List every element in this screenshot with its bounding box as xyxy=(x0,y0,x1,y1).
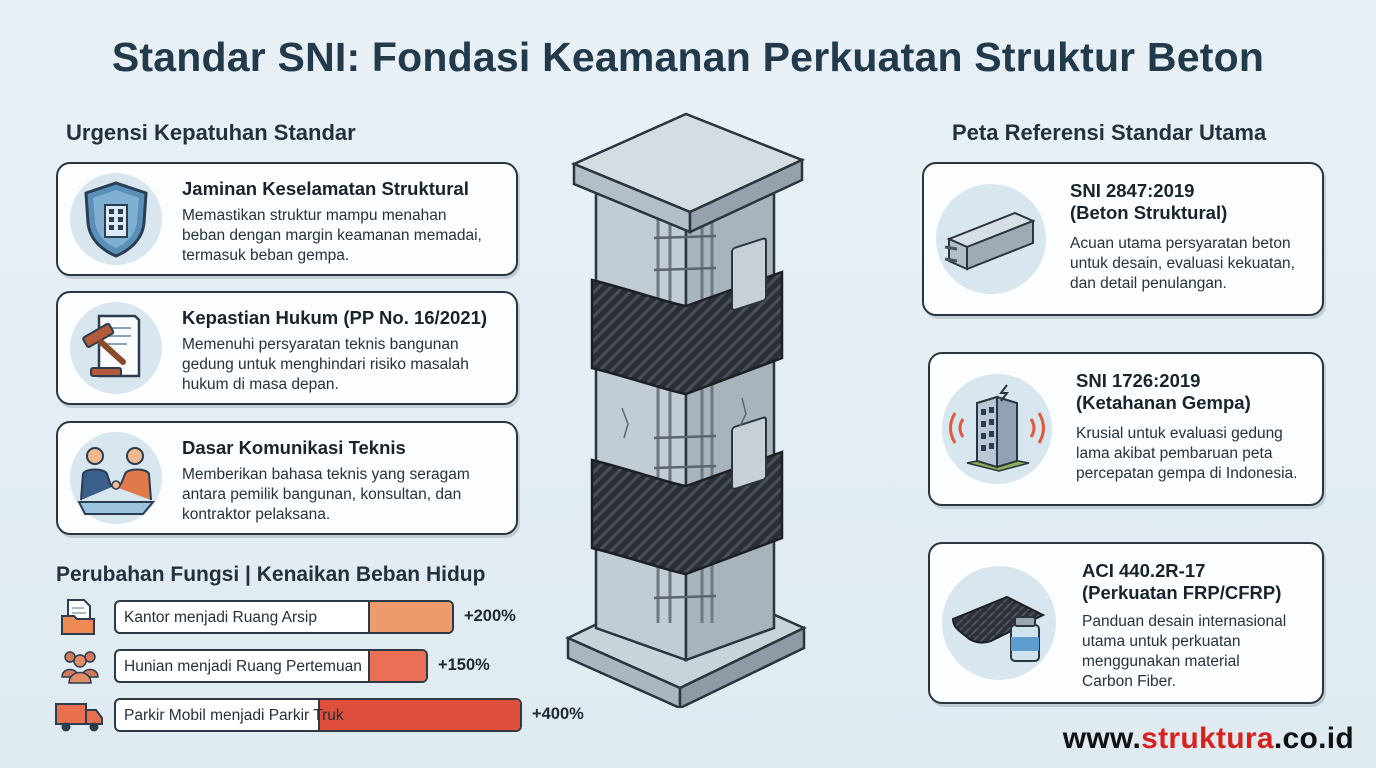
card-desc-line: Krusial untuk evaluasi gedung xyxy=(1076,425,1283,442)
load-percent: +150% xyxy=(438,656,490,674)
card-legal: Kepastian Hukum (PP No. 16/2021) Memenuh… xyxy=(56,291,518,405)
card-title-line: ACI 440.2R-17 xyxy=(1082,560,1206,581)
card-desc-line: hukum di masa depan. xyxy=(182,376,339,394)
load-bar-fill xyxy=(318,700,520,730)
card-desc-line: Acuan utama persyaratan beton xyxy=(1070,235,1291,252)
card-safety: Jaminan Keselamatan Struktural Memastika… xyxy=(56,162,518,276)
load-bar-label: Kantor menjadi Ruang Arsip xyxy=(124,609,318,626)
carbon-fiber-resin-icon xyxy=(942,566,1056,680)
website-watermark[interactable]: www.struktura.co.id xyxy=(1063,722,1354,756)
card-desc-line: lama akibat pembaruan peta xyxy=(1076,445,1273,463)
card-desc-line: dan detail penulangan. xyxy=(1070,275,1227,293)
load-percent: +200% xyxy=(464,607,516,625)
left-section-heading: Urgensi Kepatuhan Standar xyxy=(66,120,356,145)
card-desc-line: beban dengan margin keamanan memadai, xyxy=(182,227,482,245)
card-desc-line: utama untuk perkuatan xyxy=(1082,633,1241,651)
card-desc-line: Memenuhi persyaratan teknis bangunan xyxy=(182,336,459,353)
load-percent: +400% xyxy=(532,705,584,723)
load-row: Parkir Mobil menjadi Parkir Truk +400% xyxy=(55,696,600,732)
card-desc-line: untuk desain, evaluasi kekuatan, xyxy=(1070,255,1295,273)
card-desc-line: Memberikan bahasa teknis yang seragam xyxy=(182,466,470,483)
card-aci-440: ACI 440.2R-17 (Perkuatan FRP/CFRP) Pandu… xyxy=(928,542,1324,704)
gavel-document-icon xyxy=(70,302,162,394)
load-section-heading: Perubahan Fungsi | Kenaikan Beban Hidup xyxy=(56,563,486,586)
card-sni-2847: SNI 2847:2019 (Beton Struktural) Acuan u… xyxy=(922,162,1324,316)
watermark-accent: struktura xyxy=(1141,722,1274,755)
card-title: Jaminan Keselamatan Struktural xyxy=(182,178,469,199)
card-desc-line: termasuk beban gempa. xyxy=(182,247,350,265)
card-title-line: (Beton Struktural) xyxy=(1070,202,1228,224)
card-desc-line: antara pemilik bangunan, konsultan, dan xyxy=(182,486,462,504)
load-bar-fill xyxy=(368,602,452,632)
card-title-line: (Ketahanan Gempa) xyxy=(1076,392,1251,414)
load-bar-fill xyxy=(368,651,426,681)
card-desc-line: Memastikan struktur mampu menahan xyxy=(182,207,447,224)
card-sni-1726: SNI 1726:2019 (Ketahanan Gempa) Krusial … xyxy=(928,352,1324,506)
card-title-line: (Perkuatan FRP/CFRP) xyxy=(1082,582,1282,604)
card-desc-line: percepatan gempa di Indonesia. xyxy=(1076,465,1298,483)
load-bar: Kantor menjadi Ruang Arsip xyxy=(114,600,454,634)
card-desc-line: gedung untuk menghindari risiko masalah xyxy=(182,356,469,374)
load-bar: Parkir Mobil menjadi Parkir Truk xyxy=(114,698,522,732)
watermark-suffix: .co.id xyxy=(1273,722,1354,755)
card-title-line: SNI 1726:2019 xyxy=(1076,370,1201,391)
page-title: Standar SNI: Fondasi Keamanan Perkuatan … xyxy=(111,34,1265,80)
right-section-heading: Peta Referensi Standar Utama xyxy=(952,120,1267,145)
card-communication: Dasar Komunikasi Teknis Memberikan bahas… xyxy=(56,421,518,535)
load-bar-label: Parkir Mobil menjadi Parkir Truk xyxy=(124,707,344,724)
load-row: Hunian menjadi Ruang Pertemuan +150% xyxy=(60,647,530,684)
card-desc-line: menggunakan material xyxy=(1082,653,1240,671)
card-desc-line: Carbon Fiber. xyxy=(1082,673,1176,691)
card-title: Dasar Komunikasi Teknis xyxy=(182,437,406,458)
load-row: Kantor menjadi Ruang Arsip +200% xyxy=(60,598,530,635)
card-title: Kepastian Hukum (PP No. 16/2021) xyxy=(182,307,488,328)
document-folder-icon xyxy=(60,598,96,641)
watermark-prefix: www. xyxy=(1062,722,1142,755)
concrete-beam-icon xyxy=(936,184,1046,294)
people-group-icon xyxy=(60,647,100,690)
earthquake-building-icon xyxy=(942,374,1052,484)
load-bar-label: Hunian menjadi Ruang Pertemuan xyxy=(124,658,362,675)
truck-icon xyxy=(54,698,104,739)
card-title-line: SNI 2847:2019 xyxy=(1070,180,1195,201)
card-desc-line: kontraktor pelaksana. xyxy=(182,506,331,524)
shield-building-icon xyxy=(70,173,162,265)
card-desc-line: Panduan desain internasional xyxy=(1082,613,1287,630)
reinforced-column-illustration xyxy=(562,108,810,710)
handshake-people-icon xyxy=(70,432,162,524)
load-bar: Hunian menjadi Ruang Pertemuan xyxy=(114,649,428,683)
